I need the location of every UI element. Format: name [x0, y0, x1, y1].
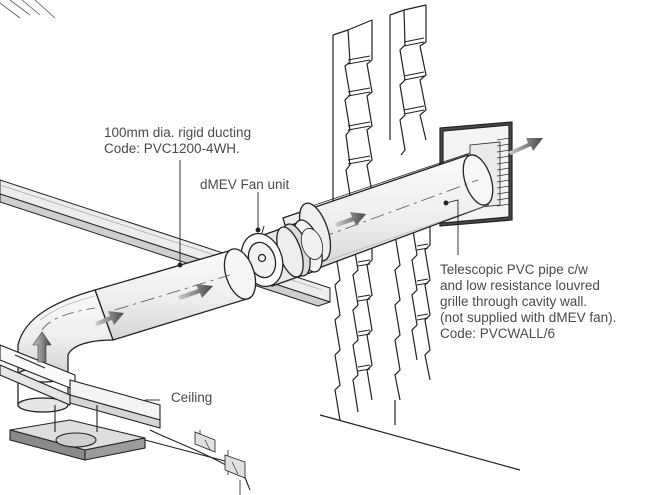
corner-fragment [0, 0, 56, 19]
grille-label-line5: Code: PVCWALL/6 [440, 326, 556, 341]
fan-unit-label-text: dMEV Fan unit [200, 177, 290, 192]
grille-label-line2: and low resistance louvred [440, 278, 600, 293]
ceiling-label: Ceiling [171, 390, 212, 406]
arrow-right-icon [95, 311, 124, 326]
arrow-right-icon [178, 284, 213, 300]
ceiling-label-text: Ceiling [171, 390, 213, 405]
grille-label: Telescopic PVC pipe c/w and low resistan… [440, 262, 616, 342]
ducting-label-line1: 100mm dia. rigid ducting [104, 125, 252, 140]
fan-unit-label: dMEV Fan unit [200, 177, 289, 193]
ducting-label-line2: Code: PVC1200-4WH. [104, 141, 240, 156]
dmev-fan-unit [240, 219, 324, 288]
arrow-up-icon [32, 331, 52, 363]
airflow-arrows [32, 138, 543, 363]
grille-label-line3: grille through cavity wall. [440, 294, 588, 309]
ceiling-board [0, 344, 251, 495]
leader-lines [145, 160, 459, 401]
grille-label-line1: Telescopic PVC pipe c/w [440, 262, 588, 277]
ducting-label: 100mm dia. rigid ducting Code: PVC1200-4… [104, 125, 251, 157]
arrow-right-icon [335, 212, 366, 227]
arrow-right-icon [508, 138, 543, 155]
grille-label-line4: (not supplied with dMEV fan). [440, 310, 617, 325]
